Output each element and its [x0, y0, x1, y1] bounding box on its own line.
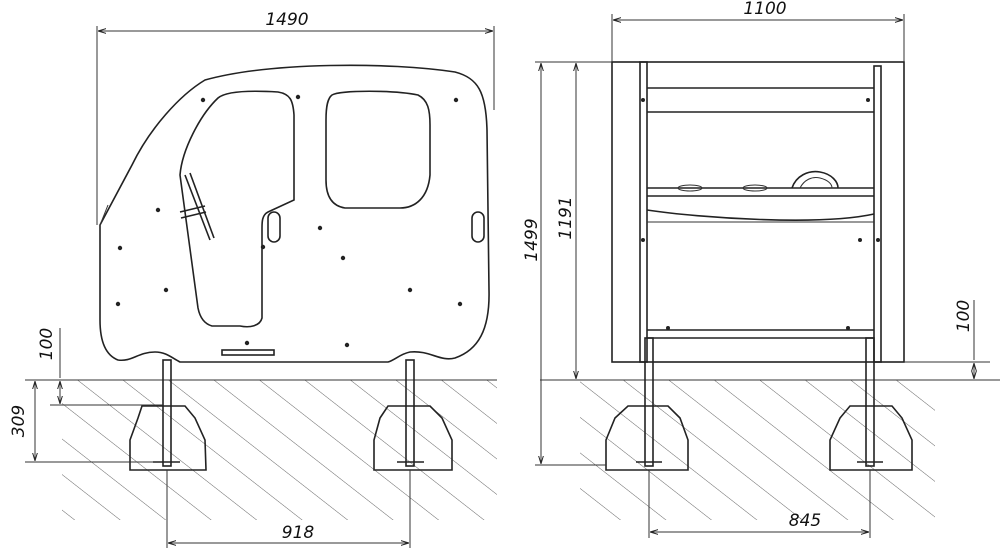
front-foundation-right: [829, 405, 913, 471]
side-post-left: [162, 359, 172, 467]
front-side-panel-right: [873, 65, 882, 363]
front-ground-hatch: [580, 380, 935, 520]
front-steering-wheel: [791, 170, 839, 189]
side-ground-hatch: [62, 380, 497, 520]
dim-front-clearance: 100: [954, 300, 974, 332]
dim-side-post-spacing: 918: [282, 523, 315, 543]
car-roof-edge: [99, 204, 109, 226]
car-bolts: [115, 94, 463, 348]
front-side-panel-left: [639, 61, 648, 363]
side-foundation-left: [129, 405, 207, 471]
front-seat-bump-1: [677, 184, 703, 192]
dim-side-width: 1490: [265, 10, 308, 30]
front-frame-outer: [611, 61, 905, 363]
dim-body-height: 1191: [556, 196, 576, 239]
front-seat-curve: [646, 209, 875, 221]
car-body-panel: [99, 64, 490, 363]
car-handle-slot-right: [471, 211, 485, 243]
side-post-right: [405, 359, 415, 467]
side-view: 1490 309 100 918: [9, 10, 497, 548]
steering-wheel: [179, 172, 215, 241]
car-front-window: [179, 90, 295, 328]
side-foundation-right: [373, 405, 453, 471]
front-foundation-left: [605, 405, 689, 471]
car-rear-window: [325, 90, 431, 209]
dim-front-post-spacing: 845: [789, 511, 821, 531]
car-footplate: [221, 349, 275, 356]
car-handle-slot-left: [267, 211, 281, 243]
dim-total-height: 1499: [522, 218, 542, 261]
dim-side-clearance: 100: [37, 328, 57, 360]
dim-front-width: 1100: [743, 0, 786, 19]
dim-foundation-depth: 309: [9, 405, 29, 437]
front-seat-bump-2: [742, 184, 768, 192]
front-bolts: [641, 98, 880, 330]
front-view: 1100 1499 1191 100 845: [522, 0, 1000, 538]
